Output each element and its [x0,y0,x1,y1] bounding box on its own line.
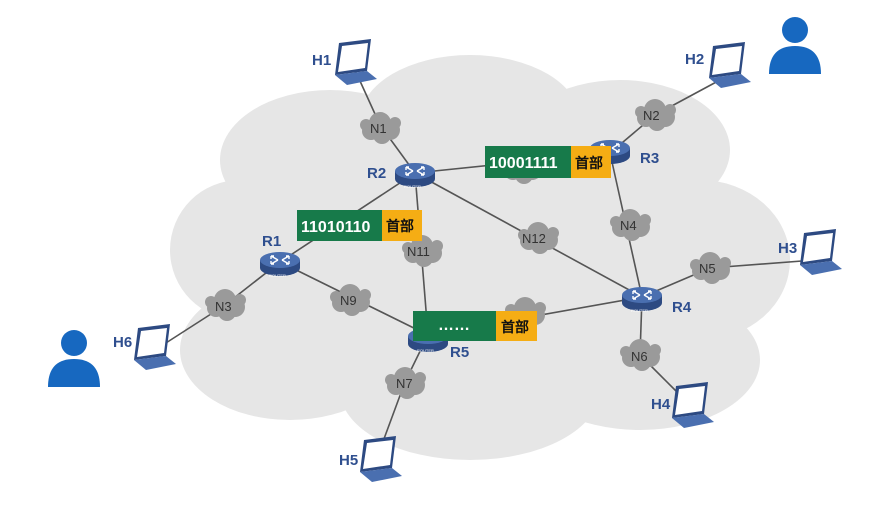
router-r5: ROUTER [407,327,449,353]
person-icon [769,17,821,74]
network-label-n12: N12 [522,231,546,246]
packet-bits: …… [438,317,470,334]
network-label-n6: N6 [631,349,648,364]
router-label-r4: R4 [672,299,692,316]
host-label-h5: H5 [339,452,358,469]
router-r1: ROUTER [259,251,301,278]
laptop-icon [335,39,377,85]
host-label-h2: H2 [685,51,704,68]
network-label-n9: N9 [340,293,357,308]
packet-header: 首部 [575,155,603,172]
network-label-n3: N3 [215,299,232,314]
router-caption: ROUTER [631,308,648,313]
packet-bits-box [413,311,496,341]
host-label-h1: H1 [312,52,331,69]
network-label-n2: N2 [643,108,660,123]
packet-bits-box [485,146,571,178]
person-icon [48,330,100,387]
packet-1: 11010110 首部 [297,210,422,241]
router-r4: ROUTER [621,286,663,313]
packet-2: 10001111 首部 [485,146,611,178]
packet-header-box [496,311,537,341]
packet-header-box [571,146,611,178]
network-label-n7: N7 [396,376,413,391]
packet-header-box [382,210,422,241]
host-label-h4: H4 [651,396,671,413]
packet-header: 首部 [386,218,414,235]
packet-3: …… 首部 [413,311,537,341]
router-label-r2: R2 [367,165,386,182]
router-caption: ROUTER [404,184,421,189]
router-label-r5: R5 [450,344,469,361]
network-label-n11: N11 [407,244,430,259]
network-label-n4: N4 [620,218,637,233]
host-label-h6: H6 [113,334,132,351]
host-label-h3: H3 [778,240,797,257]
router-caption: ROUTER [269,273,286,278]
packet-bits: 11010110 [301,219,371,236]
laptop-icon [800,229,842,275]
laptop-icon [134,324,176,370]
packet-header: 首部 [501,319,529,336]
router-label-r1: R1 [262,233,281,250]
router-caption: ROUTER [417,348,434,353]
packet-bits-box [297,210,382,241]
laptop-icon [709,42,751,88]
network-label-n5: N5 [699,261,716,276]
router-label-r3: R3 [640,150,659,167]
network-label-n1: N1 [370,121,387,136]
packet-bits: 10001111 [489,155,558,172]
router-r2: ROUTER [394,162,436,189]
